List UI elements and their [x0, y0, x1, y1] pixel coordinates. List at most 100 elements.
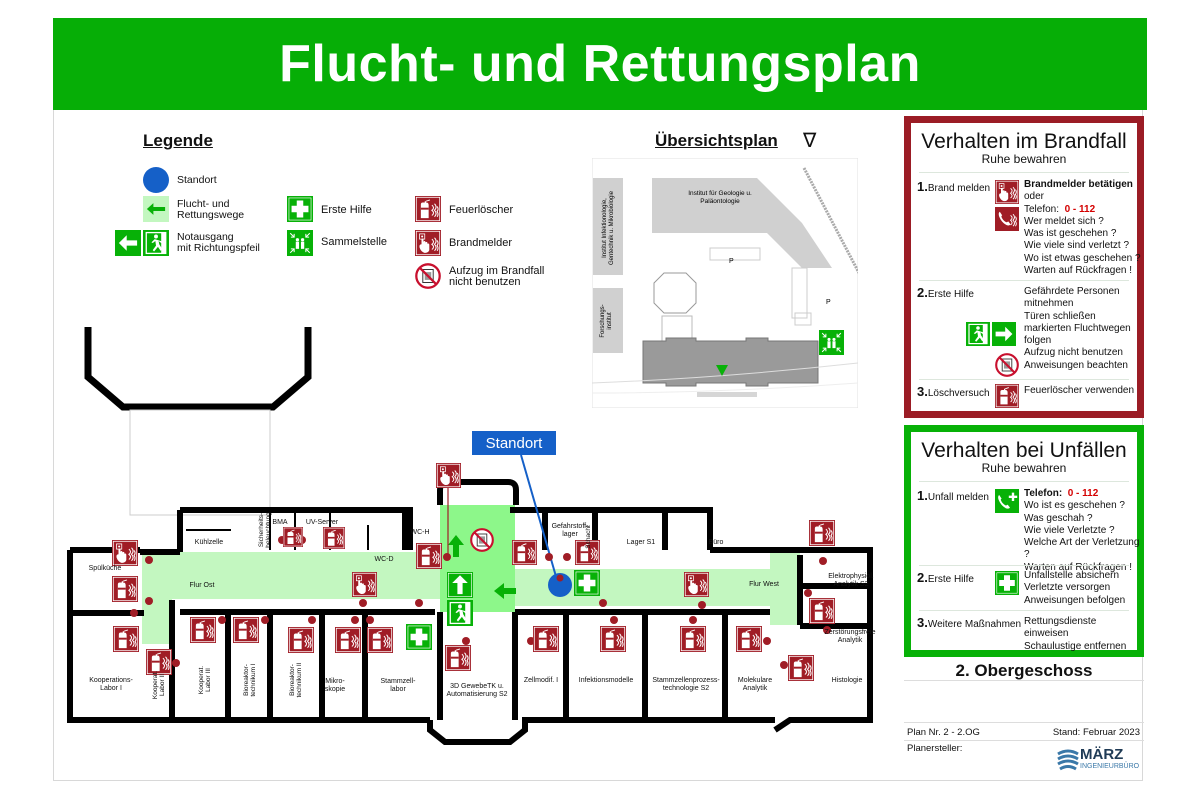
- room-label-lager-s1: Lager S1: [627, 539, 656, 546]
- accident-step-1-line: Wo ist es geschehen ?: [1024, 500, 1125, 512]
- phone-label: Telefon:: [1024, 488, 1063, 499]
- accident-step-1: 1.Unfall melden: [917, 487, 989, 505]
- fire-alarm-icon: [415, 230, 441, 256]
- overview-label-geology-2: Paläontologie: [700, 198, 740, 205]
- first-aid-icon: [995, 571, 1019, 595]
- room-label-zerstoerung-2: Analytik: [838, 637, 863, 644]
- emergency-phone-number: 0 - 112: [1064, 203, 1096, 215]
- room-label-kooperat2-1: Kooperat.: [152, 671, 159, 699]
- logo-subtitle: INGENIEURBÜRO: [1080, 763, 1140, 770]
- plan-extinguisher-icon: [146, 649, 172, 675]
- accident-behavior-panel: Verhalten bei Unfällen Ruhe bewahren 1.U…: [904, 425, 1144, 657]
- emergency-phone-icon: [995, 489, 1019, 513]
- title-banner: Flucht- und Rettungsplan: [53, 18, 1147, 110]
- overview-label-research-2: institut: [607, 312, 613, 330]
- plan-exit-arrow-icon: [447, 572, 473, 598]
- fire-step-1: 1.Brand melden: [917, 178, 990, 196]
- escape-route-arrow-icon: [143, 196, 169, 222]
- plan-fire-alarm-icon: [436, 463, 461, 488]
- divider: [904, 722, 1144, 723]
- legend-elevator-label-line1: Aufzug im Brandfall: [449, 265, 545, 277]
- plan-extinguisher-icon: [600, 626, 626, 652]
- fire-alarm-icon: [995, 180, 1019, 204]
- plan-extinguisher-icon: [445, 645, 471, 671]
- fire-step-1-line: oder: [1024, 191, 1045, 203]
- plan-fire-alarm-icon: [352, 572, 377, 597]
- step-label: Erste Hilfe: [927, 574, 974, 585]
- legend-extinguisher-label: Feuerlöscher: [449, 204, 514, 216]
- plan-extinguisher-icon: [512, 540, 537, 565]
- fire-step-1-line: Brandmelder betätigen: [1024, 179, 1133, 190]
- step-number: 1.: [917, 179, 928, 194]
- fire-panel-subtitle: Ruhe bewahren: [981, 152, 1067, 166]
- step-number: 3.: [917, 384, 928, 399]
- plan-extinguisher-icon: [809, 598, 835, 624]
- room-label-kooperat3-1: Kooperat.: [198, 666, 205, 694]
- divider: [919, 610, 1129, 611]
- emergency-exit-icon: [143, 230, 169, 256]
- room-label-wc-d: WC-D: [374, 556, 393, 563]
- fire-step-1-phone-line: Telefon: 0 - 112: [1024, 204, 1144, 216]
- accident-step-3-line: Rettungsdienste einweisen: [1024, 616, 1097, 640]
- room-label-sicherheit-2: beleuchtung: [265, 512, 272, 548]
- fire-panel-title: Verhalten im Brandfall: [921, 130, 1127, 153]
- accident-step-2-line: Anweisungen befolgen: [1024, 594, 1126, 606]
- room-label-bioreaktor1-1: Bioreaktor-: [243, 664, 250, 696]
- plan-no-elevator-icon: [470, 528, 494, 552]
- room-label-bioreaktor1-2: technikum I: [250, 663, 257, 696]
- room-label-gewebe-1: 3D GewebeTK u.: [450, 683, 504, 690]
- accident-panel-subtitle: Ruhe bewahren: [981, 461, 1067, 475]
- accident-phone-line: Telefon: 0 - 112: [1024, 488, 1146, 500]
- plan-extinguisher-icon: [680, 626, 706, 652]
- plan-extinguisher-icon: [416, 543, 442, 569]
- fire-step-1-line: Wer meldet sich ?: [1024, 215, 1104, 227]
- plan-extinguisher-icon: [112, 576, 138, 602]
- plan-date: Stand: Februar 2023: [1052, 727, 1140, 738]
- fire-behavior-panel: Verhalten im Brandfall Ruhe bewahren 1.B…: [904, 116, 1144, 418]
- overview-parking-2: P: [826, 299, 831, 306]
- exit-direction-arrow-icon: [992, 322, 1016, 346]
- plan-extinguisher-icon: [233, 617, 259, 643]
- fire-extinguisher-icon: [415, 196, 441, 222]
- floor-plan: Spülküche Kühlzelle BMA UV-Server WC-D W…: [67, 327, 876, 745]
- fire-step-1-line: Wie viele sind verletzt ?: [1024, 240, 1130, 252]
- overview-map: Institut für Geologie u. Paläontologie I…: [592, 158, 858, 408]
- room-label-bma: BMA: [272, 519, 288, 526]
- legend-alarm-label: Brandmelder: [449, 237, 512, 249]
- divider: [919, 379, 1129, 380]
- step-label: Löschversuch: [927, 388, 990, 399]
- plan-extinguisher-icon: [367, 627, 393, 653]
- fire-step-2-line: folgen: [1024, 335, 1052, 347]
- plan-extinguisher-icon: [288, 627, 314, 653]
- room-label-zerstoerung-1: Zerstörungsfreie: [825, 629, 876, 636]
- fire-step-1-line: Wo ist etwas geschehen ?: [1024, 252, 1141, 264]
- plan-info-box: 2. Obergeschoss Plan Nr. 2 - 2.OG Stand:…: [904, 660, 1144, 781]
- fire-step-3: 3.Löschversuch: [917, 383, 990, 401]
- emergency-exit-icon: [966, 322, 990, 346]
- maerz-logo: MÄRZ INGENIEURBÜRO: [1056, 746, 1144, 778]
- step-label: Unfall melden: [927, 492, 989, 503]
- step-number: 1.: [917, 488, 928, 503]
- room-label-stammzellprozess-1: Stammzellenprozess-: [652, 677, 720, 684]
- room-label-bioreaktor2-2: technikum II: [296, 662, 303, 697]
- room-label-wc-h: WC-H: [410, 529, 429, 536]
- step-number: 2.: [917, 570, 928, 585]
- room-label-buero: Büro: [709, 539, 724, 546]
- step-label: Erste Hilfe: [927, 289, 974, 300]
- planersteller-label: Planersteller:: [907, 743, 963, 754]
- plan-first-aid-icon: [406, 624, 432, 650]
- step-label: Brand melden: [927, 183, 991, 194]
- room-label-elektrophys-1: Elektrophysiol.: [828, 573, 874, 580]
- room-label-infektion: Infektionsmodelle: [579, 677, 634, 684]
- legend-first-aid-label: Erste Hilfe: [321, 204, 372, 216]
- room-label-stammzell-2: labor: [390, 686, 406, 693]
- no-elevator-icon: [415, 263, 441, 289]
- divider: [919, 481, 1129, 482]
- fire-step-1-line: Warten auf Rückfragen !: [1024, 265, 1133, 277]
- logo-waves-icon: [1057, 749, 1079, 771]
- accident-step-2-line: Unfallstelle absichern: [1024, 570, 1120, 581]
- overview-building-infection: [593, 178, 623, 275]
- logo-name: MÄRZ: [1080, 746, 1124, 763]
- room-label-molekular-2: Analytik: [743, 685, 768, 692]
- legend-title: Legende: [143, 131, 213, 150]
